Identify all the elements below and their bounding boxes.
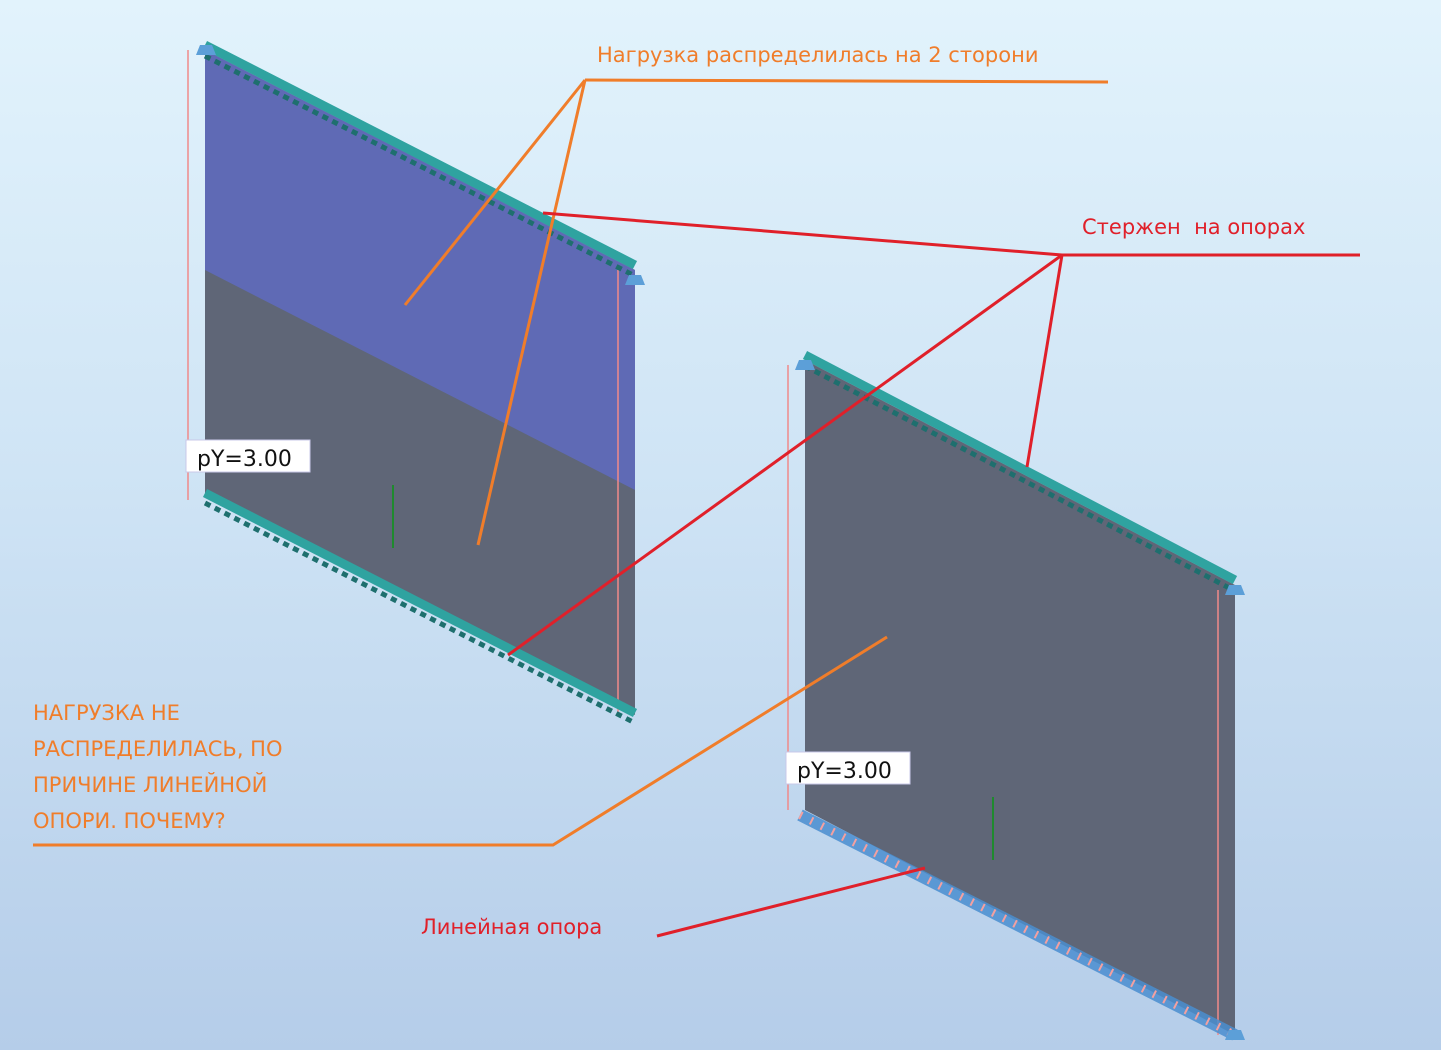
red-leaders (507, 211, 1360, 938)
annotation-line: ПРИЧИНЕ ЛИНЕЙНОЙ (33, 772, 267, 797)
annotation-linear-support: Линейная опора (421, 915, 602, 939)
load-label-left: pY=3.00 (185, 439, 311, 473)
annotation-bar-on-supports: Стержен на опорах (1082, 215, 1305, 239)
panel-right[interactable] (787, 351, 1245, 1041)
bar-bottom-left-hatch (203, 500, 637, 726)
load-value: pY=3.00 (797, 759, 892, 784)
annotation-not-distributed: НАГРУЗКА НЕ РАСПРЕДЕЛИЛАСЬ, ПО ПРИЧИНЕ Л… (33, 701, 283, 833)
annotation-line: НАГРУЗКА НЕ (33, 701, 180, 725)
annotation-line: ОПОРИ. ПОЧЕМУ? (33, 809, 226, 833)
annotation-load-two-sides: Нагрузка распределилась на 2 сторони (597, 43, 1038, 67)
bar-top-right (802, 351, 1238, 584)
load-label-right: pY=3.00 (785, 751, 911, 785)
orange-leaders (33, 78, 1109, 847)
panel-left[interactable] (187, 40, 645, 726)
bar-top-right-hatch (803, 363, 1237, 594)
bar-top-left (202, 40, 638, 270)
annotation-line: РАСПРЕДЕЛИЛАСЬ, ПО (33, 737, 283, 761)
load-value: pY=3.00 (197, 447, 292, 472)
panel-right-surface (805, 360, 1235, 1035)
bar-top-left-hatch (203, 53, 637, 279)
bar-bottom-left (202, 488, 638, 718)
panel-left-load-area (205, 50, 635, 490)
linear-support-bottom (797, 809, 1238, 1041)
